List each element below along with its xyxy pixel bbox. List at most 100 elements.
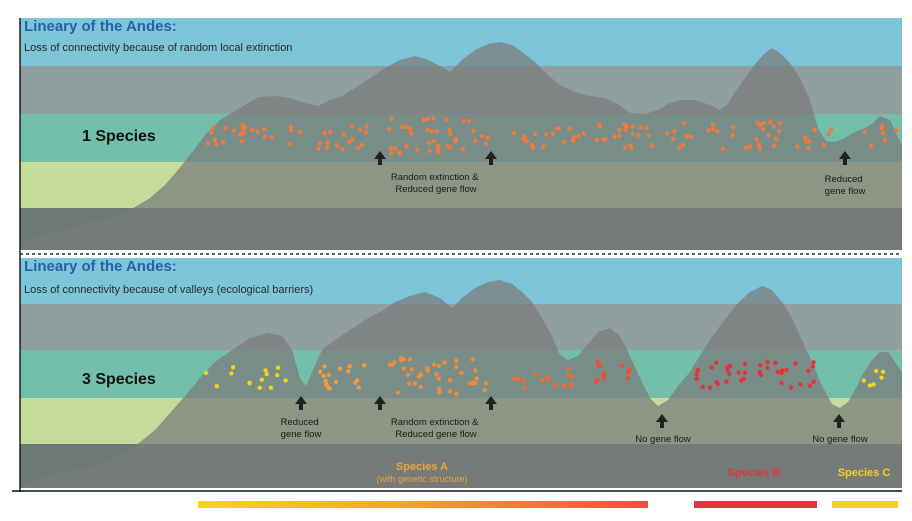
population-dot [630, 131, 635, 137]
population-dot [447, 128, 452, 133]
population-dot [760, 127, 766, 132]
population-dot [389, 116, 394, 121]
population-dot [405, 372, 411, 377]
panel-2-arrow-3 [485, 396, 497, 410]
population-dot [205, 141, 210, 146]
population-dot [700, 384, 705, 390]
population-dot [364, 124, 369, 129]
population-dot [328, 129, 333, 135]
population-dot [677, 145, 682, 150]
population-dot [694, 372, 699, 377]
population-dot [436, 363, 442, 369]
population-dot [736, 370, 741, 375]
population-dot [806, 146, 811, 151]
population-dot [776, 129, 782, 134]
population-dot [522, 386, 527, 391]
population-dot [407, 357, 412, 362]
panel-2-annotation-extinction: Random extinction & Reduced gene flow [391, 417, 481, 440]
population-dot [672, 129, 677, 134]
population-dot [223, 125, 228, 131]
population-dot [780, 368, 785, 373]
population-dot [871, 382, 876, 387]
population-dot [545, 375, 550, 381]
population-dot [479, 134, 485, 139]
population-dot [416, 374, 421, 379]
population-dot [399, 124, 405, 130]
population-dot [664, 131, 670, 136]
population-dot [453, 137, 459, 142]
population-dot [447, 389, 453, 394]
population-dot [408, 126, 413, 132]
population-dot [821, 142, 826, 148]
population-dot [461, 146, 466, 152]
population-dot [561, 139, 566, 145]
population-dot [283, 378, 288, 383]
population-dot [318, 369, 323, 374]
population-dot [459, 370, 464, 376]
population-dot [566, 366, 571, 371]
population-dot [471, 129, 476, 134]
population-dot [512, 376, 517, 382]
population-dot [432, 362, 437, 367]
population-dot [552, 382, 557, 388]
population-dot [768, 119, 773, 125]
population-dot [812, 128, 817, 133]
population-dot [404, 124, 409, 130]
population-dot [437, 390, 442, 395]
panel-2-annotation-reduced: Reduced gene flow [281, 417, 322, 440]
legend-species-c-label: Species C [838, 467, 891, 479]
population-dot [415, 147, 420, 152]
population-dot [594, 137, 600, 143]
population-dot [810, 364, 816, 369]
population-dot [771, 144, 777, 149]
population-dot [429, 128, 434, 134]
population-dot [445, 143, 450, 149]
panel-2-bands [20, 258, 902, 488]
population-dot [862, 129, 867, 135]
population-dot [867, 383, 873, 388]
population-dot [412, 381, 417, 386]
population-dot [409, 367, 414, 372]
panel-2-arrow-2 [374, 396, 386, 410]
population-dot [688, 134, 693, 139]
population-dot [627, 367, 632, 372]
population-dot [882, 138, 887, 143]
population-dot [214, 384, 219, 389]
population-dot [720, 146, 726, 151]
panel-2-subtitle: Loss of connectivity because of valleys … [24, 284, 313, 296]
population-dot [466, 119, 472, 124]
population-dot [442, 360, 447, 365]
population-dot [880, 369, 886, 374]
population-dot [747, 144, 752, 149]
population-dot [766, 133, 771, 138]
population-dot [715, 381, 720, 387]
population-dot [322, 130, 327, 136]
population-dot [771, 124, 777, 129]
population-dot [409, 131, 414, 136]
population-dot [644, 125, 649, 131]
population-dot [802, 135, 808, 140]
population-dot [268, 385, 274, 390]
species-b-range-bar [694, 501, 817, 508]
population-dot [482, 388, 487, 393]
population-dot [828, 127, 834, 132]
population-dot [426, 140, 432, 145]
population-dot [710, 126, 716, 132]
population-dot [346, 369, 351, 374]
panel-2-mountain-profile [20, 280, 902, 488]
population-dot [739, 378, 744, 383]
population-dot [625, 376, 631, 381]
population-dot [730, 125, 736, 130]
population-dot [473, 138, 478, 143]
population-dot [431, 139, 436, 144]
population-dot [209, 130, 214, 135]
population-dot [778, 121, 783, 126]
population-dot [630, 124, 636, 129]
population-dot [356, 385, 361, 390]
population-dot [229, 371, 234, 376]
population-dot [275, 372, 280, 378]
population-dot [325, 140, 330, 145]
population-dot [387, 126, 392, 132]
population-dot [727, 371, 732, 377]
